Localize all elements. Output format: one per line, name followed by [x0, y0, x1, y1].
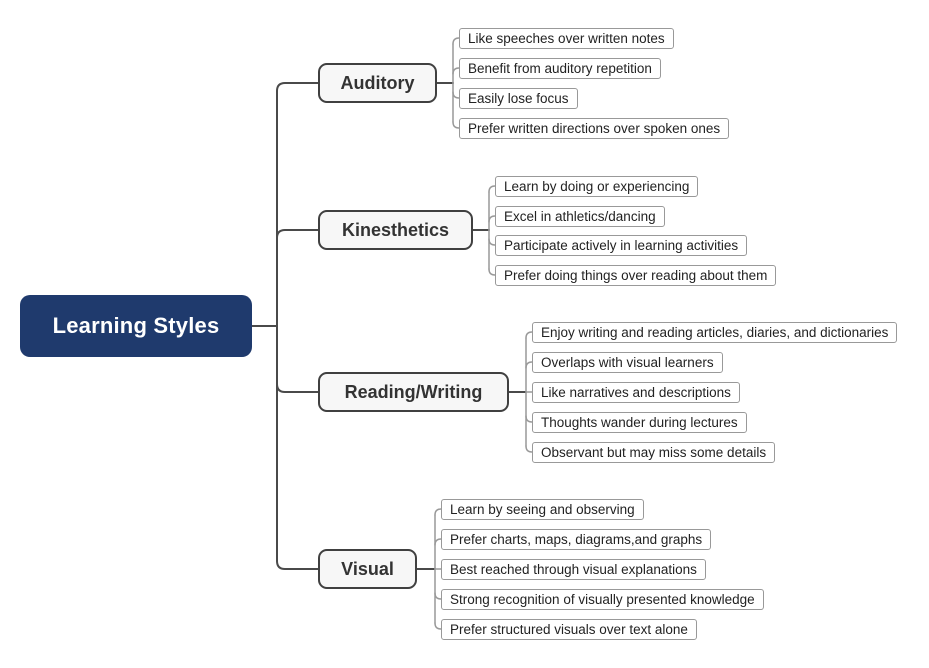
- leaf-node[interactable]: Enjoy writing and reading articles, diar…: [532, 321, 898, 343]
- leaf-node[interactable]: Participate actively in learning activit…: [495, 234, 748, 256]
- leaf-node[interactable]: Observant but may miss some details: [532, 441, 776, 463]
- branch-node-auditory-label: Auditory: [340, 72, 415, 93]
- leaf-node-label: Thoughts wander during lectures: [541, 414, 738, 430]
- branch-node-reading-writing-label: Reading/Writing: [344, 381, 483, 402]
- branch-node-reading-writing[interactable]: Reading/Writing: [318, 372, 509, 412]
- leaf-node-label: Learn by doing or experiencing: [504, 178, 690, 194]
- leaf-node-label: Overlaps with visual learners: [541, 354, 714, 370]
- root-node[interactable]: Learning Styles: [20, 295, 252, 357]
- leaf-node[interactable]: Prefer structured visuals over text alon…: [441, 618, 697, 640]
- leaf-node[interactable]: Easily lose focus: [459, 87, 578, 109]
- leaf-node-label: Easily lose focus: [468, 90, 569, 106]
- leaf-node-label: Prefer structured visuals over text alon…: [450, 621, 688, 637]
- leaf-node[interactable]: Learn by seeing and observing: [441, 498, 644, 520]
- branch-node-visual[interactable]: Visual: [318, 549, 417, 589]
- branch-node-auditory[interactable]: Auditory: [318, 63, 437, 103]
- leaf-node-label: Excel in athletics/dancing: [504, 208, 656, 224]
- leaf-node[interactable]: Thoughts wander during lectures: [532, 411, 747, 433]
- leaf-node[interactable]: Prefer written directions over spoken on…: [459, 117, 730, 139]
- branch-node-kinesthetics[interactable]: Kinesthetics: [318, 210, 473, 250]
- leaf-node-label: Like narratives and descriptions: [541, 384, 731, 400]
- root-node-label: Learning Styles: [52, 313, 220, 338]
- leaf-node-label: Benefit from auditory repetition: [468, 60, 652, 76]
- leaf-node[interactable]: Best reached through visual explanations: [441, 558, 706, 580]
- leaf-node-label: Participate actively in learning activit…: [504, 237, 739, 253]
- leaf-node-label: Prefer doing things over reading about t…: [504, 267, 768, 283]
- branch-node-visual-label: Visual: [341, 558, 394, 579]
- branch-node-kinesthetics-label: Kinesthetics: [341, 219, 450, 240]
- leaf-node-label: Prefer written directions over spoken on…: [468, 120, 721, 136]
- leaf-node[interactable]: Prefer charts, maps, diagrams,and graphs: [441, 528, 712, 550]
- leaf-node-label: Best reached through visual explanations: [450, 561, 697, 577]
- leaf-node-label: Like speeches over written notes: [468, 30, 665, 46]
- leaf-node[interactable]: Like narratives and descriptions: [532, 381, 740, 403]
- leaf-node[interactable]: Like speeches over written notes: [459, 27, 674, 49]
- leaf-node[interactable]: Excel in athletics/dancing: [495, 205, 665, 227]
- leaf-node-label: Prefer charts, maps, diagrams,and graphs: [450, 531, 703, 547]
- leaf-node[interactable]: Strong recognition of visually presented…: [441, 588, 764, 610]
- leaf-node[interactable]: Learn by doing or experiencing: [495, 175, 699, 197]
- leaf-node[interactable]: Overlaps with visual learners: [532, 351, 723, 373]
- leaf-node-label: Observant but may miss some details: [541, 444, 767, 460]
- leaf-node[interactable]: Prefer doing things over reading about t…: [495, 264, 777, 286]
- leaf-node-label: Learn by seeing and observing: [450, 501, 635, 517]
- leaf-node-label: Enjoy writing and reading articles, diar…: [541, 324, 889, 340]
- leaf-node-label: Strong recognition of visually presented…: [450, 591, 755, 607]
- leaf-node[interactable]: Benefit from auditory repetition: [459, 57, 661, 79]
